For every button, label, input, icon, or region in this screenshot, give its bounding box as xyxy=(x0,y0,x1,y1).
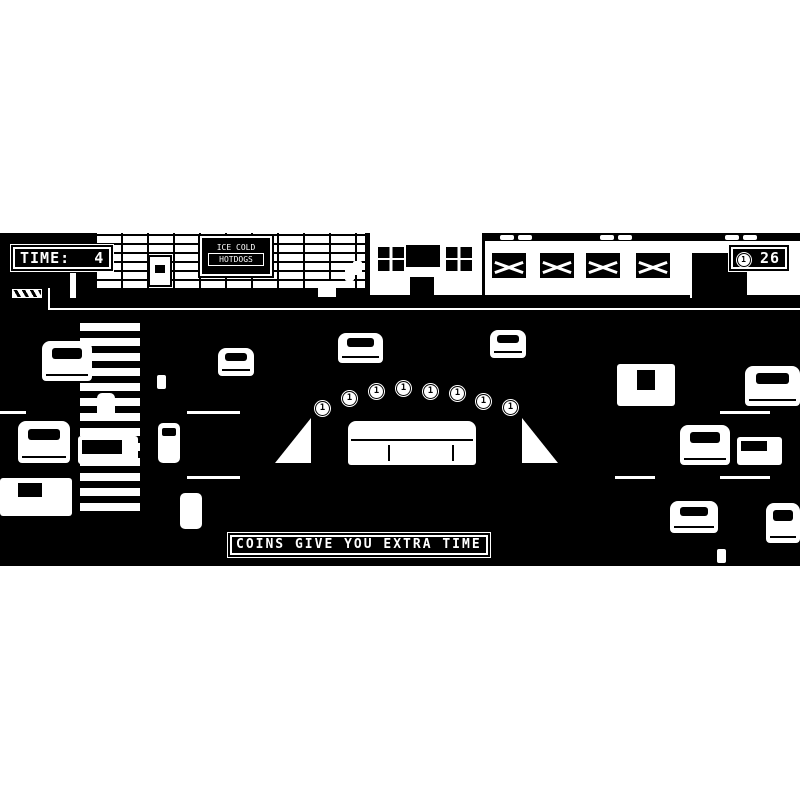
barricade xyxy=(12,289,42,298)
trash-can xyxy=(157,375,166,389)
coin-icon: 1 xyxy=(738,254,750,266)
hydrant-post xyxy=(70,273,76,298)
coin: 1 xyxy=(370,385,383,398)
coin: 1 xyxy=(451,387,464,400)
trash-can xyxy=(717,549,726,563)
dog xyxy=(318,281,336,297)
coin-count: 26 xyxy=(760,249,781,267)
coin: 1 xyxy=(397,382,410,395)
pickup-truck xyxy=(0,478,72,516)
car xyxy=(680,425,730,465)
time-display: TIME: 4 xyxy=(13,247,112,269)
coin: 1 xyxy=(343,392,356,405)
trash-can xyxy=(345,267,354,281)
car xyxy=(338,333,383,363)
coin: 1 xyxy=(504,401,517,414)
tutorial-banner: COINS GIVE YOU EXTRA TIME xyxy=(230,535,488,555)
bus xyxy=(348,421,476,465)
coin: 1 xyxy=(424,385,437,398)
shop-building xyxy=(370,233,482,295)
time-label: TIME: xyxy=(20,249,71,267)
ramp-left xyxy=(275,418,311,463)
car xyxy=(18,421,70,463)
car xyxy=(42,341,92,381)
car xyxy=(218,348,254,376)
van xyxy=(617,364,675,406)
building-door xyxy=(148,255,172,287)
car xyxy=(490,330,526,358)
coin-counter: 1 26 xyxy=(731,247,788,269)
truck xyxy=(737,437,782,465)
scooter-rider xyxy=(180,493,202,529)
taxi xyxy=(745,366,800,406)
time-value: 4 xyxy=(94,249,105,267)
coin: 1 xyxy=(477,395,490,408)
pedestrian xyxy=(97,393,115,421)
player-scooter-rider xyxy=(158,423,180,463)
ramp-right xyxy=(522,418,558,463)
taxi xyxy=(766,503,800,543)
hotdog-sign: ICE COLD HOTDOGS xyxy=(198,234,274,278)
car xyxy=(670,501,718,533)
game-viewport[interactable]: ICE COLD HOTDOGS TIME: 4 1 26 xyxy=(0,233,800,566)
curb xyxy=(48,288,50,308)
trash-can xyxy=(353,261,362,275)
sign-line-1: ICE COLD xyxy=(216,243,256,252)
coin: 1 xyxy=(316,402,329,415)
truck xyxy=(78,436,138,464)
curb-line xyxy=(48,308,800,310)
sign-line-2: HOTDOGS xyxy=(208,253,264,266)
